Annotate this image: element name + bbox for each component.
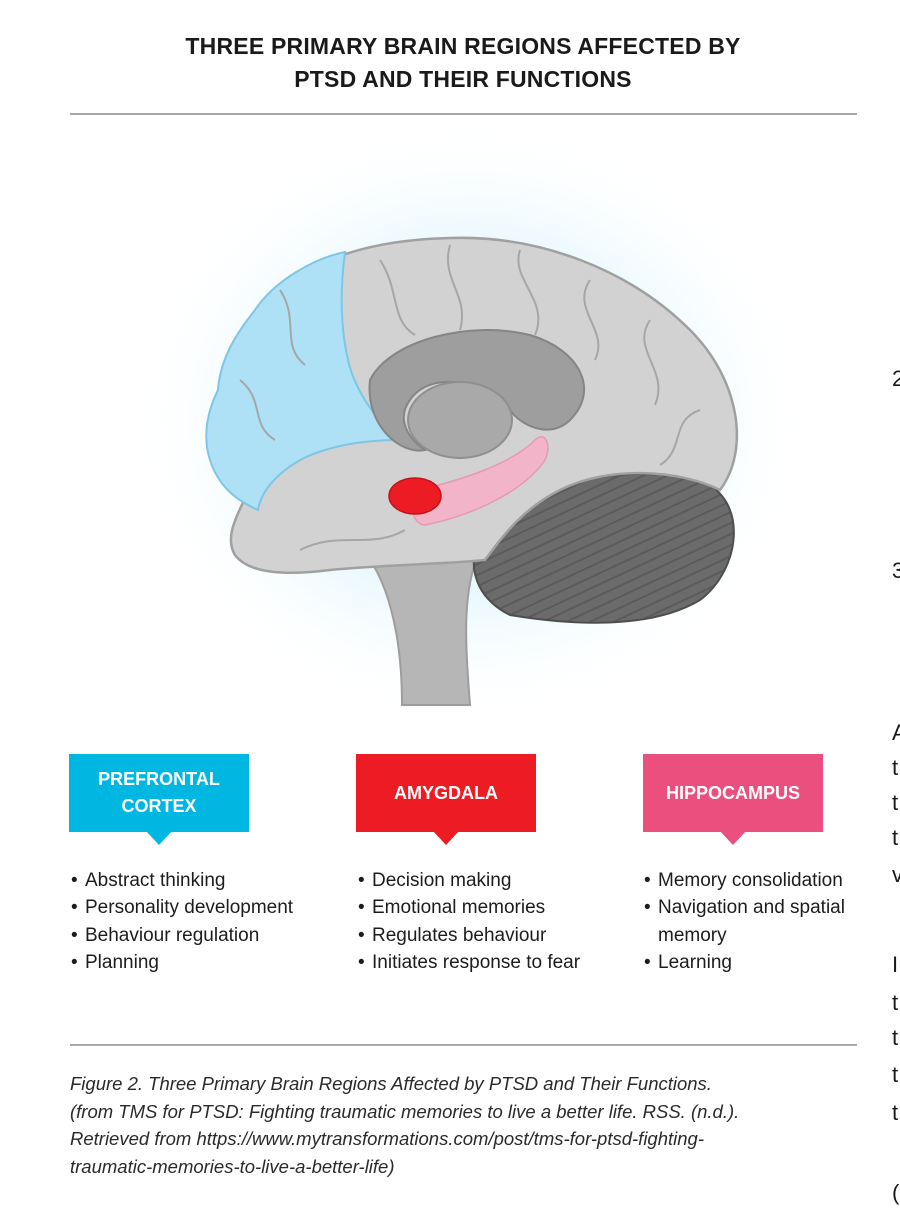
edge-fragment: (: [892, 1180, 900, 1205]
list-item: Regulates behaviour: [358, 922, 628, 950]
figure-caption: Figure 2. Three Primary Brain Regions Af…: [70, 1070, 860, 1180]
prefrontal-cortex-label-line-2: CORTEX: [121, 796, 197, 816]
list-item: Emotional memories: [358, 894, 628, 922]
list-item-continuation: memory: [658, 924, 727, 946]
list-item: Memory consolidation: [644, 867, 864, 895]
amygdala-pointer: [433, 831, 459, 845]
edge-fragment: 3: [892, 558, 900, 583]
list-item: Navigation and spatial: [644, 894, 864, 922]
bottom-divider: [70, 1044, 857, 1046]
edge-fragment: t: [892, 1025, 899, 1050]
list-item: Learning: [644, 949, 864, 977]
prefrontal-cortex-label-line-1: PREFRONTAL: [98, 769, 220, 789]
hippocampus-label-text: HIPPOCAMPUS: [665, 782, 800, 803]
hippocampus-label: HIPPOCAMPUS: [643, 754, 823, 845]
caption-line-1: Figure 2. Three Primary Brain Regions Af…: [70, 1073, 712, 1094]
top-divider: [70, 113, 857, 115]
edge-fragment: t: [892, 755, 899, 780]
edge-fragment: t: [892, 825, 899, 850]
edge-fragment: t: [892, 1100, 899, 1125]
hippocampus-pointer: [720, 831, 746, 845]
list-item: Abstract thinking: [71, 867, 341, 895]
caption-line-4: traumatic-memories-to-live-a-better-life…: [70, 1155, 395, 1177]
prefrontal-cortex-label: PREFRONTAL CORTEX: [69, 754, 249, 845]
amygdala-label: AMYGDALA: [356, 754, 536, 845]
amygdala-functions: Decision making Emotional memories Regul…: [358, 867, 628, 976]
figure-title-line-1: THREE PRIMARY BRAIN REGIONS AFFECTED BY: [185, 33, 741, 59]
amygdala-label-text: AMYGDALA: [394, 782, 498, 803]
figure-title-line-2: PTSD AND THEIR FUNCTIONS: [294, 66, 632, 92]
hippocampus-region: [411, 436, 549, 526]
list-item: Decision making: [358, 867, 628, 895]
list-item: Initiates response to fear: [358, 949, 628, 977]
gyri-lines: [239, 244, 701, 551]
list-item: Personality development: [71, 894, 341, 922]
figure-title: THREE PRIMARY BRAIN REGIONS AFFECTED BY …: [70, 30, 856, 96]
edge-fragment: A: [892, 720, 900, 745]
prefrontal-cortex-pointer: [146, 831, 172, 845]
caption-line-3: Retrieved from https://www.mytransformat…: [70, 1128, 704, 1149]
thalamus: [407, 381, 513, 459]
prefrontal-cortex-functions: Abstract thinking Personality developmen…: [71, 867, 341, 976]
list-item: Planning: [71, 949, 341, 977]
edge-fragment: I: [892, 952, 899, 977]
brain-illustration: [140, 120, 860, 740]
brainstem: [368, 548, 482, 706]
prefrontal-cortex-region: [205, 250, 403, 512]
list-item: Behaviour regulation: [71, 922, 341, 950]
edge-fragment: v: [892, 862, 900, 887]
hippocampus-functions: Memory consolidation Navigation and spat…: [644, 867, 864, 976]
edge-fragment: t: [892, 990, 899, 1015]
amygdala-region: [388, 477, 442, 515]
edge-fragment: t: [892, 1062, 899, 1087]
edge-fragment: 2: [892, 366, 900, 391]
caption-line-2: (from TMS for PTSD: Fighting traumatic m…: [70, 1100, 740, 1122]
edge-fragment: t: [892, 790, 899, 815]
